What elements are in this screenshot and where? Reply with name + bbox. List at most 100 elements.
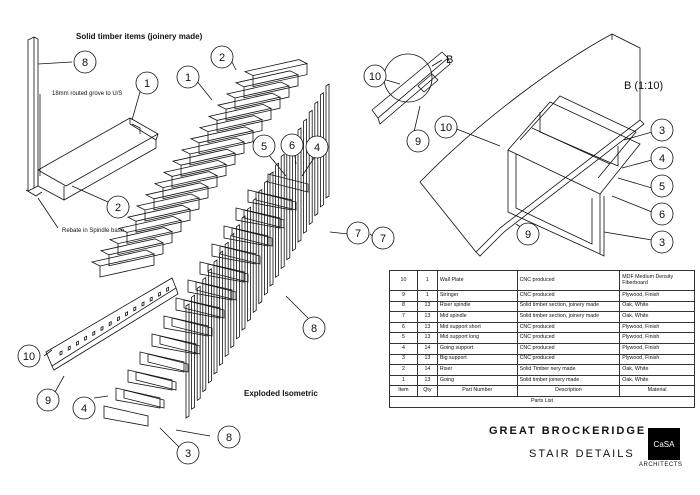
exploded-stair-group xyxy=(90,59,309,278)
callout-2-timber: 2 xyxy=(106,195,130,219)
callout-10: 10 xyxy=(17,344,41,368)
parts-cell-material: MDF Medium Density Fiberboard xyxy=(619,270,695,291)
support-piece xyxy=(267,173,309,193)
svg-text:6: 6 xyxy=(289,140,295,152)
support-piece xyxy=(103,405,149,427)
svg-text:9: 9 xyxy=(45,395,51,407)
wall-plate-hole xyxy=(67,345,71,351)
parts-cell-qty: 14 xyxy=(416,364,438,376)
parts-cell-desc: CNC produced xyxy=(516,353,621,366)
parts-cell-item: 7 xyxy=(389,311,418,323)
header-qty: Qty xyxy=(416,385,438,397)
solid-timber-title: Solid timber items (joinery made) xyxy=(76,32,203,41)
spindle xyxy=(269,171,274,287)
spindle xyxy=(241,215,246,331)
parts-cell-part: Riser spindle xyxy=(436,300,518,313)
parts-cell-part: Going support xyxy=(436,342,518,355)
parts-list-caption-row: Parts List xyxy=(389,395,695,408)
svg-text:10: 10 xyxy=(440,122,452,134)
stair-step xyxy=(216,92,282,121)
parts-cell-part: Big support xyxy=(436,353,518,366)
parts-cell-qty: 13 xyxy=(416,300,438,313)
parts-cell-qty: 13 xyxy=(416,321,438,334)
svg-text:4: 4 xyxy=(659,153,665,165)
stair-step xyxy=(180,137,246,166)
parts-cell-item: 1 xyxy=(389,374,418,387)
parts-cell-desc: Solid timber section, joinery made xyxy=(516,300,621,313)
spindle xyxy=(219,250,223,366)
spindle xyxy=(185,303,190,419)
parts-cell-qty: 13 xyxy=(416,311,438,323)
support-piece xyxy=(171,317,213,337)
parts-cell-qty: 13 xyxy=(416,353,438,366)
parts-cell-item: 2 xyxy=(389,364,418,376)
stair-step xyxy=(117,215,183,244)
spindle xyxy=(191,294,195,410)
parts-cell-item: 9 xyxy=(389,290,418,302)
svg-text:8: 8 xyxy=(311,323,317,335)
parts-cell-desc: CNC produced xyxy=(516,270,621,291)
detail-ref: B xyxy=(446,54,454,66)
callout-7-a: 7 xyxy=(346,221,370,245)
parts-cell-desc: CNC produced xyxy=(516,321,621,334)
parts-cell-part: Mid support short xyxy=(436,321,518,334)
support-piece xyxy=(151,333,197,355)
support-piece xyxy=(199,261,245,283)
casa-logo: CaSA xyxy=(648,428,680,460)
exploded-title: Exploded Isometric xyxy=(244,389,318,398)
callout-10-detail-plate: 10 xyxy=(434,115,458,139)
parts-cell-material: Plywood, Finish xyxy=(619,332,695,344)
spindle xyxy=(224,241,229,358)
support-piece xyxy=(219,245,261,265)
spindle xyxy=(247,206,251,322)
svg-text:8: 8 xyxy=(226,432,232,444)
callout-8-timber: 8 xyxy=(73,50,97,74)
parts-cell-material: Oak, White xyxy=(619,311,695,323)
spindle xyxy=(208,268,212,384)
callout-circles: 8 1 2 2 1 5 6 4 7 7 8 10 9 4 8 3 10 9 10… xyxy=(17,45,674,465)
parts-cell-item: 6 xyxy=(389,321,418,334)
spindle xyxy=(320,92,324,208)
callout-2-stair: 2 xyxy=(210,45,234,69)
callout-1-stair: 1 xyxy=(176,65,200,89)
parts-cell-item: 10 xyxy=(389,270,418,291)
riser-spindle-part xyxy=(27,36,39,192)
spindle-row xyxy=(185,83,330,419)
svg-text:5: 5 xyxy=(261,141,267,153)
parts-cell-material: Plywood, Finish xyxy=(619,290,695,302)
wall-plate-holes xyxy=(59,286,169,356)
parts-cell-item: 8 xyxy=(389,300,418,313)
callout-9: 9 xyxy=(36,388,60,412)
parts-cell-desc: Solid Timber nery made xyxy=(516,364,621,376)
header-desc: Description xyxy=(516,385,621,397)
parts-cell-desc: CNC produced xyxy=(516,290,621,302)
parts-cell-material: Oak, White xyxy=(619,374,695,387)
parts-cell-part: Stringer xyxy=(436,290,518,302)
stair-step xyxy=(207,103,273,132)
parts-cell-material: Plywood, Finish xyxy=(619,353,695,366)
support-piece xyxy=(147,353,189,373)
parts-cell-part: Wall Plate xyxy=(436,270,518,291)
stair-step xyxy=(225,81,291,110)
callout-1-timber: 1 xyxy=(135,71,159,95)
stair-step xyxy=(153,171,219,200)
spindle xyxy=(325,83,330,199)
support-piece xyxy=(135,371,177,391)
spindle xyxy=(236,224,240,340)
parts-cell-part: Going xyxy=(436,374,518,387)
parts-cell-item: 3 xyxy=(389,353,418,366)
parts-cell-qty: 13 xyxy=(416,332,438,344)
parts-cell-material: Plywood, Finish xyxy=(619,342,695,355)
spindle xyxy=(196,285,201,402)
parts-cell-desc: CNC produced xyxy=(516,332,621,344)
stair-step xyxy=(162,159,228,188)
logo-subtitle: ARCHITECTS xyxy=(639,462,683,468)
stringer-part xyxy=(45,277,179,371)
spindle xyxy=(264,180,268,296)
header-item: Item xyxy=(389,385,418,397)
callout-8-spindle: 8 xyxy=(302,316,326,340)
wall-plate-hole xyxy=(92,330,96,337)
